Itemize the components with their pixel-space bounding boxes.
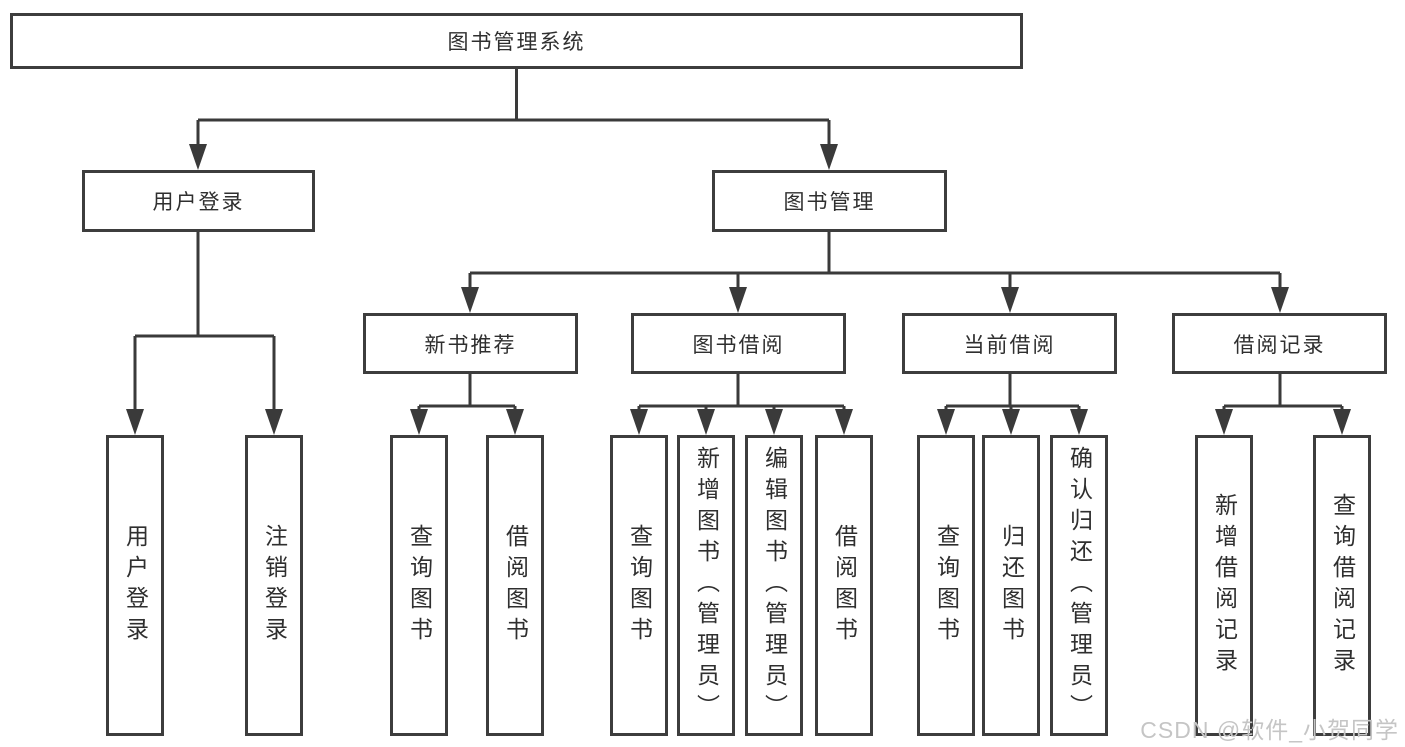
csdn-watermark: CSDN @软件_小贺同学 xyxy=(1140,717,1399,743)
node-query-books-1: 查询图书 xyxy=(390,435,448,736)
node-borrow-books-2: 借阅图书 xyxy=(815,435,873,736)
node-borrowing-records: 借阅记录 xyxy=(1172,313,1387,374)
node-confirm-return-admin: 确认归还（管理员） xyxy=(1050,435,1108,736)
node-query-books-2: 查询图书 xyxy=(610,435,668,736)
node-query-books-3: 查询图书 xyxy=(917,435,975,736)
node-return-books: 归还图书 xyxy=(982,435,1040,736)
node-borrow-books-1: 借阅图书 xyxy=(486,435,544,736)
node-library-system: 图书管理系统 xyxy=(10,13,1023,69)
node-current-borrowing: 当前借阅 xyxy=(902,313,1117,374)
node-add-borrow-record: 新增借阅记录 xyxy=(1195,435,1253,736)
node-query-borrow-record: 查询借阅记录 xyxy=(1313,435,1371,736)
node-add-book-admin: 新增图书（管理员） xyxy=(677,435,735,736)
node-user-login-module: 用户登录 xyxy=(82,170,315,232)
node-logout: 注销登录 xyxy=(245,435,303,736)
node-new-book-recommendation: 新书推荐 xyxy=(363,313,578,374)
node-edit-book-admin: 编辑图书（管理员） xyxy=(745,435,803,736)
node-user-login: 用户登录 xyxy=(106,435,164,736)
node-book-management-module: 图书管理 xyxy=(712,170,947,232)
node-book-borrowing: 图书借阅 xyxy=(631,313,846,374)
